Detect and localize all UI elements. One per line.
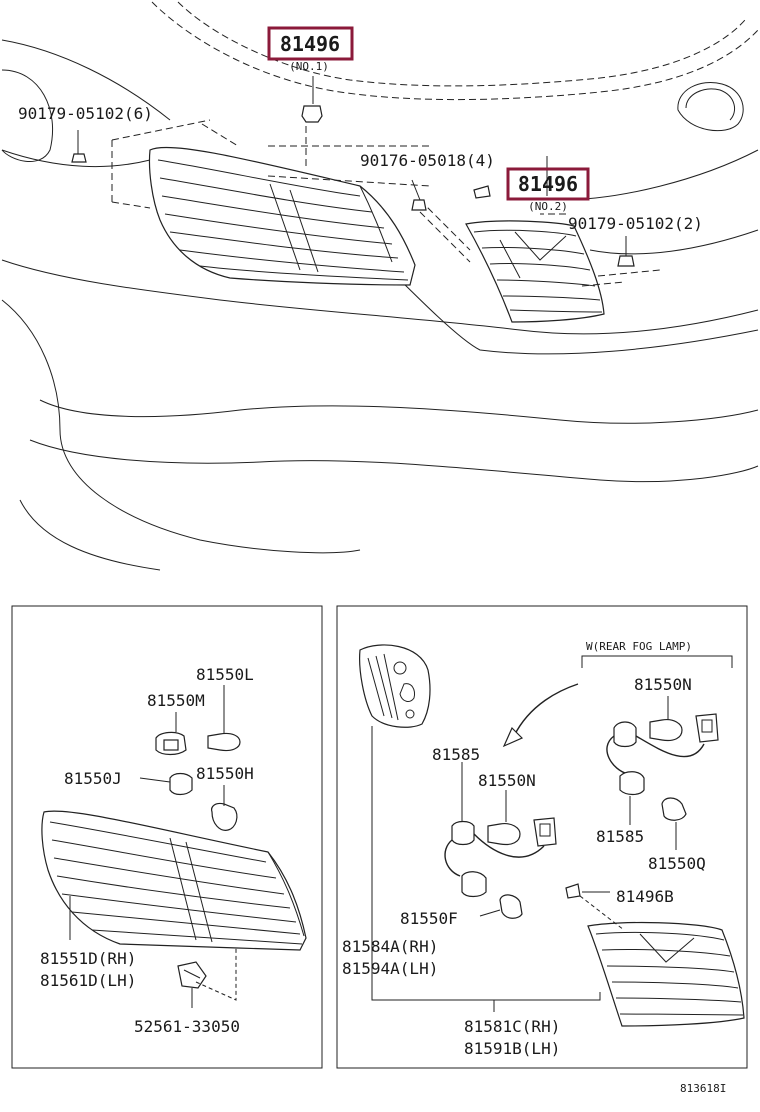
label-52561-33050[interactable]: 52561-33050 xyxy=(134,1017,240,1036)
screw-81496B xyxy=(565,883,625,931)
label-81550J[interactable]: 81550J xyxy=(64,769,122,788)
inner-lamp-assembly-top xyxy=(465,220,605,323)
label-w-rear-fog-lamp: W(REAR FOG LAMP) xyxy=(586,640,692,653)
vehicle-body-outline xyxy=(1,1,759,571)
highlight-box-81496-no2 xyxy=(506,167,590,201)
left-detail-panel xyxy=(11,605,323,1069)
label-81591B-lh[interactable]: 81591B(LH) xyxy=(464,1039,560,1058)
label-81496-no1-sub: (NO.1) xyxy=(289,60,329,73)
label-81550N-fog[interactable]: 81550N xyxy=(634,675,692,694)
label-81496-no1: 81496 xyxy=(280,32,340,56)
label-81496B[interactable]: 81496B xyxy=(616,887,674,906)
leaders-left-detail xyxy=(69,896,237,1001)
rear-fog-wiring-harness xyxy=(606,696,719,850)
diagram-id: 813618I xyxy=(680,1082,726,1095)
tail-lamp-assembly-left-detail xyxy=(41,810,307,951)
label-81581C-rh[interactable]: 81581C(RH) xyxy=(464,1017,560,1036)
label-81550N-main[interactable]: 81550N xyxy=(478,771,536,790)
inner-lamp-assembly-right-detail xyxy=(587,921,745,1027)
label-90179-05102-6[interactable]: 90179-05102(6) xyxy=(18,104,153,123)
right-detail-panel xyxy=(336,605,748,1069)
label-81550F[interactable]: 81550F xyxy=(400,909,458,928)
tail-lamp-assembly-top xyxy=(148,146,416,286)
label-90179-05102-2[interactable]: 90179-05102(2) xyxy=(568,214,703,233)
label-81550H[interactable]: 81550H xyxy=(196,764,254,783)
highlight-box-81496-no1 xyxy=(267,26,354,61)
label-90176-05018-4[interactable]: 90176-05018(4) xyxy=(360,151,495,170)
label-81551D-rh[interactable]: 81551D(RH) xyxy=(40,949,136,968)
rear-fog-lamp-bracket xyxy=(581,655,733,668)
label-81496-no2: 81496 xyxy=(518,172,578,196)
label-81550L[interactable]: 81550L xyxy=(196,665,254,684)
callout-81496-no2[interactable]: 81496 (NO.2) xyxy=(506,167,590,213)
bulbs-left-detail xyxy=(139,685,241,1008)
leaders-right-detail xyxy=(371,726,601,1012)
label-81594A-lh[interactable]: 81594A(LH) xyxy=(342,959,438,978)
label-81561D-lh[interactable]: 81561D(LH) xyxy=(40,971,136,990)
label-81496-no2-sub: (NO.2) xyxy=(528,200,568,213)
lamp-gasket-right-detail xyxy=(359,644,431,728)
label-81550Q[interactable]: 81550Q xyxy=(648,854,706,873)
label-81585-main[interactable]: 81585 xyxy=(432,745,480,764)
callout-81496-no1[interactable]: 81496 (NO.1) xyxy=(267,26,354,73)
label-81584A-rh[interactable]: 81584A(RH) xyxy=(342,937,438,956)
direction-arrow xyxy=(502,683,579,748)
clip-hardware-top xyxy=(71,105,635,267)
label-81550M[interactable]: 81550M xyxy=(147,691,205,710)
label-81585-fog[interactable]: 81585 xyxy=(596,827,644,846)
main-wiring-harness xyxy=(444,762,557,919)
leader-lines-top xyxy=(77,76,661,287)
